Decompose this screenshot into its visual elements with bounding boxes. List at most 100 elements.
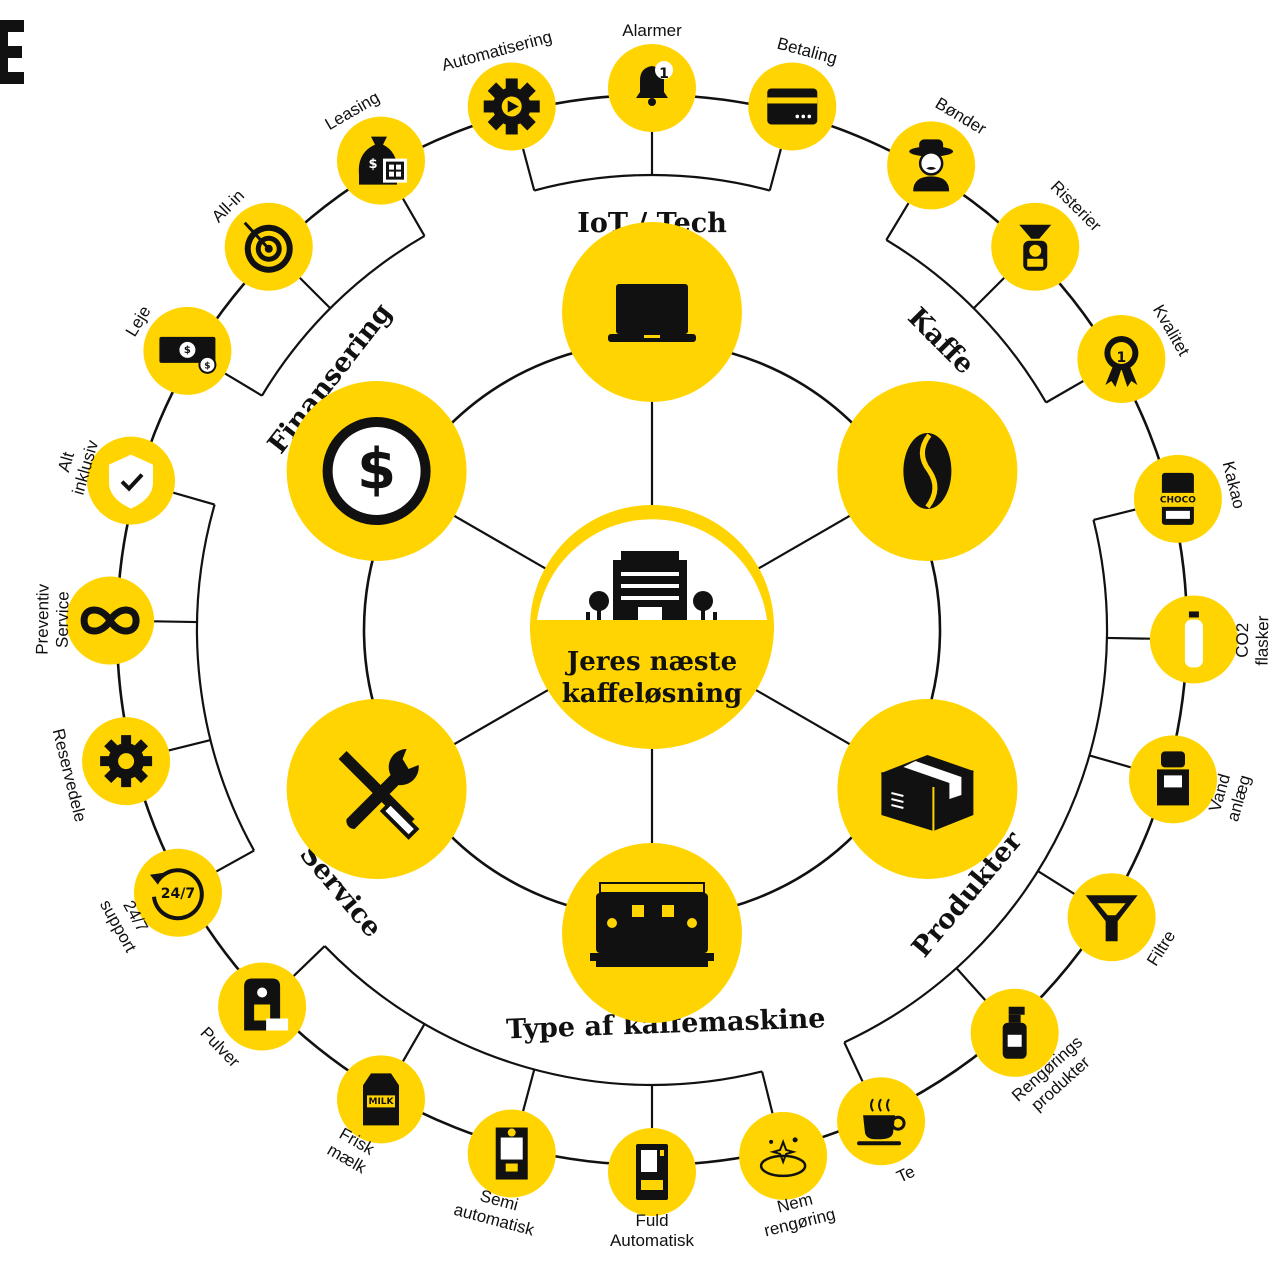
- cocoa-tin-icon: CHOCO: [1160, 472, 1196, 525]
- bracket-tick-altinklusiv: [172, 491, 215, 506]
- bracket-tick-automatisering: [522, 148, 536, 191]
- item-label: Te: [894, 1162, 918, 1187]
- category-maskine: [562, 843, 742, 1023]
- category-service: [286, 699, 467, 879]
- category-iot: [562, 222, 742, 402]
- item-label: Reservedele: [49, 727, 91, 824]
- item-circle: [133, 848, 222, 937]
- item-label-line: Service: [53, 591, 73, 648]
- wrench-screwdriver-icon: [338, 749, 420, 840]
- coffee-bean-icon: [903, 433, 952, 509]
- laptop-icon: [608, 284, 696, 342]
- bracket-tick-preventiv: [154, 620, 198, 624]
- category-nodes: $: [286, 222, 1018, 1023]
- bracket-maskine: [323, 945, 763, 1087]
- bracket-tick-filtre: [1037, 870, 1075, 895]
- item-label-line: CO2: [1233, 623, 1253, 658]
- item-label-line: Automatisk: [610, 1231, 695, 1250]
- item-pulver: Pulver: [196, 962, 307, 1071]
- item-te: Te: [837, 1077, 926, 1187]
- item-label-line: Betaling: [775, 34, 839, 68]
- item-alarmer: 1 Alarmer: [608, 21, 696, 132]
- target-icon: [243, 221, 293, 273]
- powder-bag-icon: [244, 978, 289, 1031]
- item-label-line: Alt: [54, 450, 78, 475]
- bracket-tick-allin: [299, 277, 332, 310]
- item-kakao: CHOCO Kakao: [1133, 454, 1249, 543]
- sparkle-clean-icon: [759, 1137, 807, 1178]
- bracket-tick-pulver: [293, 945, 326, 977]
- bracket-tick-rengoring: [955, 967, 987, 1001]
- item-label-line: Te: [894, 1162, 918, 1187]
- water-cooler-icon: [1157, 751, 1190, 806]
- center-title-line1: Jeres næste: [565, 647, 737, 677]
- item-leje: $$Leje: [122, 303, 232, 395]
- bracket-tick-leasing: [402, 198, 426, 237]
- badge-text: 1: [1117, 350, 1127, 366]
- bracket-tick-co2: [1106, 636, 1150, 640]
- espresso-machine-icon: [590, 882, 714, 967]
- item-leasing: $Leasing: [322, 88, 425, 205]
- item-label: Kakao: [1219, 459, 1249, 510]
- spray-bottle-icon: [1002, 1006, 1027, 1059]
- item-label-line: Reservedele: [49, 727, 91, 824]
- coffee-dispenser-icon: [495, 1127, 528, 1180]
- bracket-tick-nem: [761, 1071, 774, 1114]
- office-building-icon: [586, 551, 717, 620]
- gear-icon: [100, 735, 153, 788]
- bracket-tick-support: [215, 849, 255, 873]
- bracket-tick-semi: [522, 1069, 536, 1112]
- vending-machine-icon: [636, 1144, 668, 1200]
- brand-logo: [0, 20, 24, 84]
- item-label-line: Preventiv: [32, 583, 52, 655]
- category-label-kaffe: Kaffe: [901, 302, 980, 381]
- bracket-tick-reservedele: [168, 739, 211, 752]
- center-node: Jeres næste kaffeløsning: [530, 505, 774, 749]
- bell-icon: 1: [636, 61, 673, 106]
- item-filtre: Filtre: [1067, 873, 1179, 969]
- gear-play-icon: [483, 78, 540, 135]
- bracket-tick-te: [843, 1041, 864, 1082]
- icon-tag-text: $: [204, 361, 210, 371]
- funnel-filter-icon: [1085, 895, 1138, 942]
- box-icon: [881, 755, 974, 831]
- money-bag-calculator-icon: $: [358, 136, 407, 185]
- bracket-tick-bonder: [885, 202, 910, 241]
- icon-tag-text: $: [184, 345, 191, 356]
- dollar-sign: $: [357, 437, 396, 502]
- item-bonder: Bønder: [887, 94, 990, 210]
- item-label-line: Alarmer: [622, 21, 682, 40]
- item-label-line: Kakao: [1219, 459, 1249, 510]
- bracket-finansering: [261, 235, 426, 397]
- gas-bottle-icon: [1184, 611, 1203, 668]
- infinity-icon: [80, 606, 140, 635]
- item-label-line: flasker: [1252, 615, 1272, 666]
- shield-check-icon: [108, 454, 153, 509]
- badge-text: 1: [659, 66, 669, 82]
- item-label-line: Fuld: [635, 1211, 668, 1230]
- center-title-line2: kaffeløsning: [562, 679, 742, 709]
- category-produkter: [837, 699, 1018, 879]
- icon-tag-text: 24/7: [161, 886, 195, 902]
- icon-tag-text: $: [368, 157, 377, 172]
- bracket-tick-frisk: [402, 1023, 426, 1062]
- dollar-coin-icon: $: [322, 417, 431, 525]
- roaster-icon: [1019, 224, 1052, 271]
- bracket-service: [195, 504, 256, 852]
- bracket-tick-leje: [224, 372, 263, 397]
- credit-card-icon: [767, 88, 818, 125]
- bracket-tick-risterier: [972, 277, 1005, 310]
- item-allin: All-in: [208, 186, 313, 291]
- bracket-tick-betaling: [768, 148, 782, 191]
- item-betaling: Betaling: [748, 34, 839, 151]
- bracket-tick-kakao: [1093, 508, 1136, 521]
